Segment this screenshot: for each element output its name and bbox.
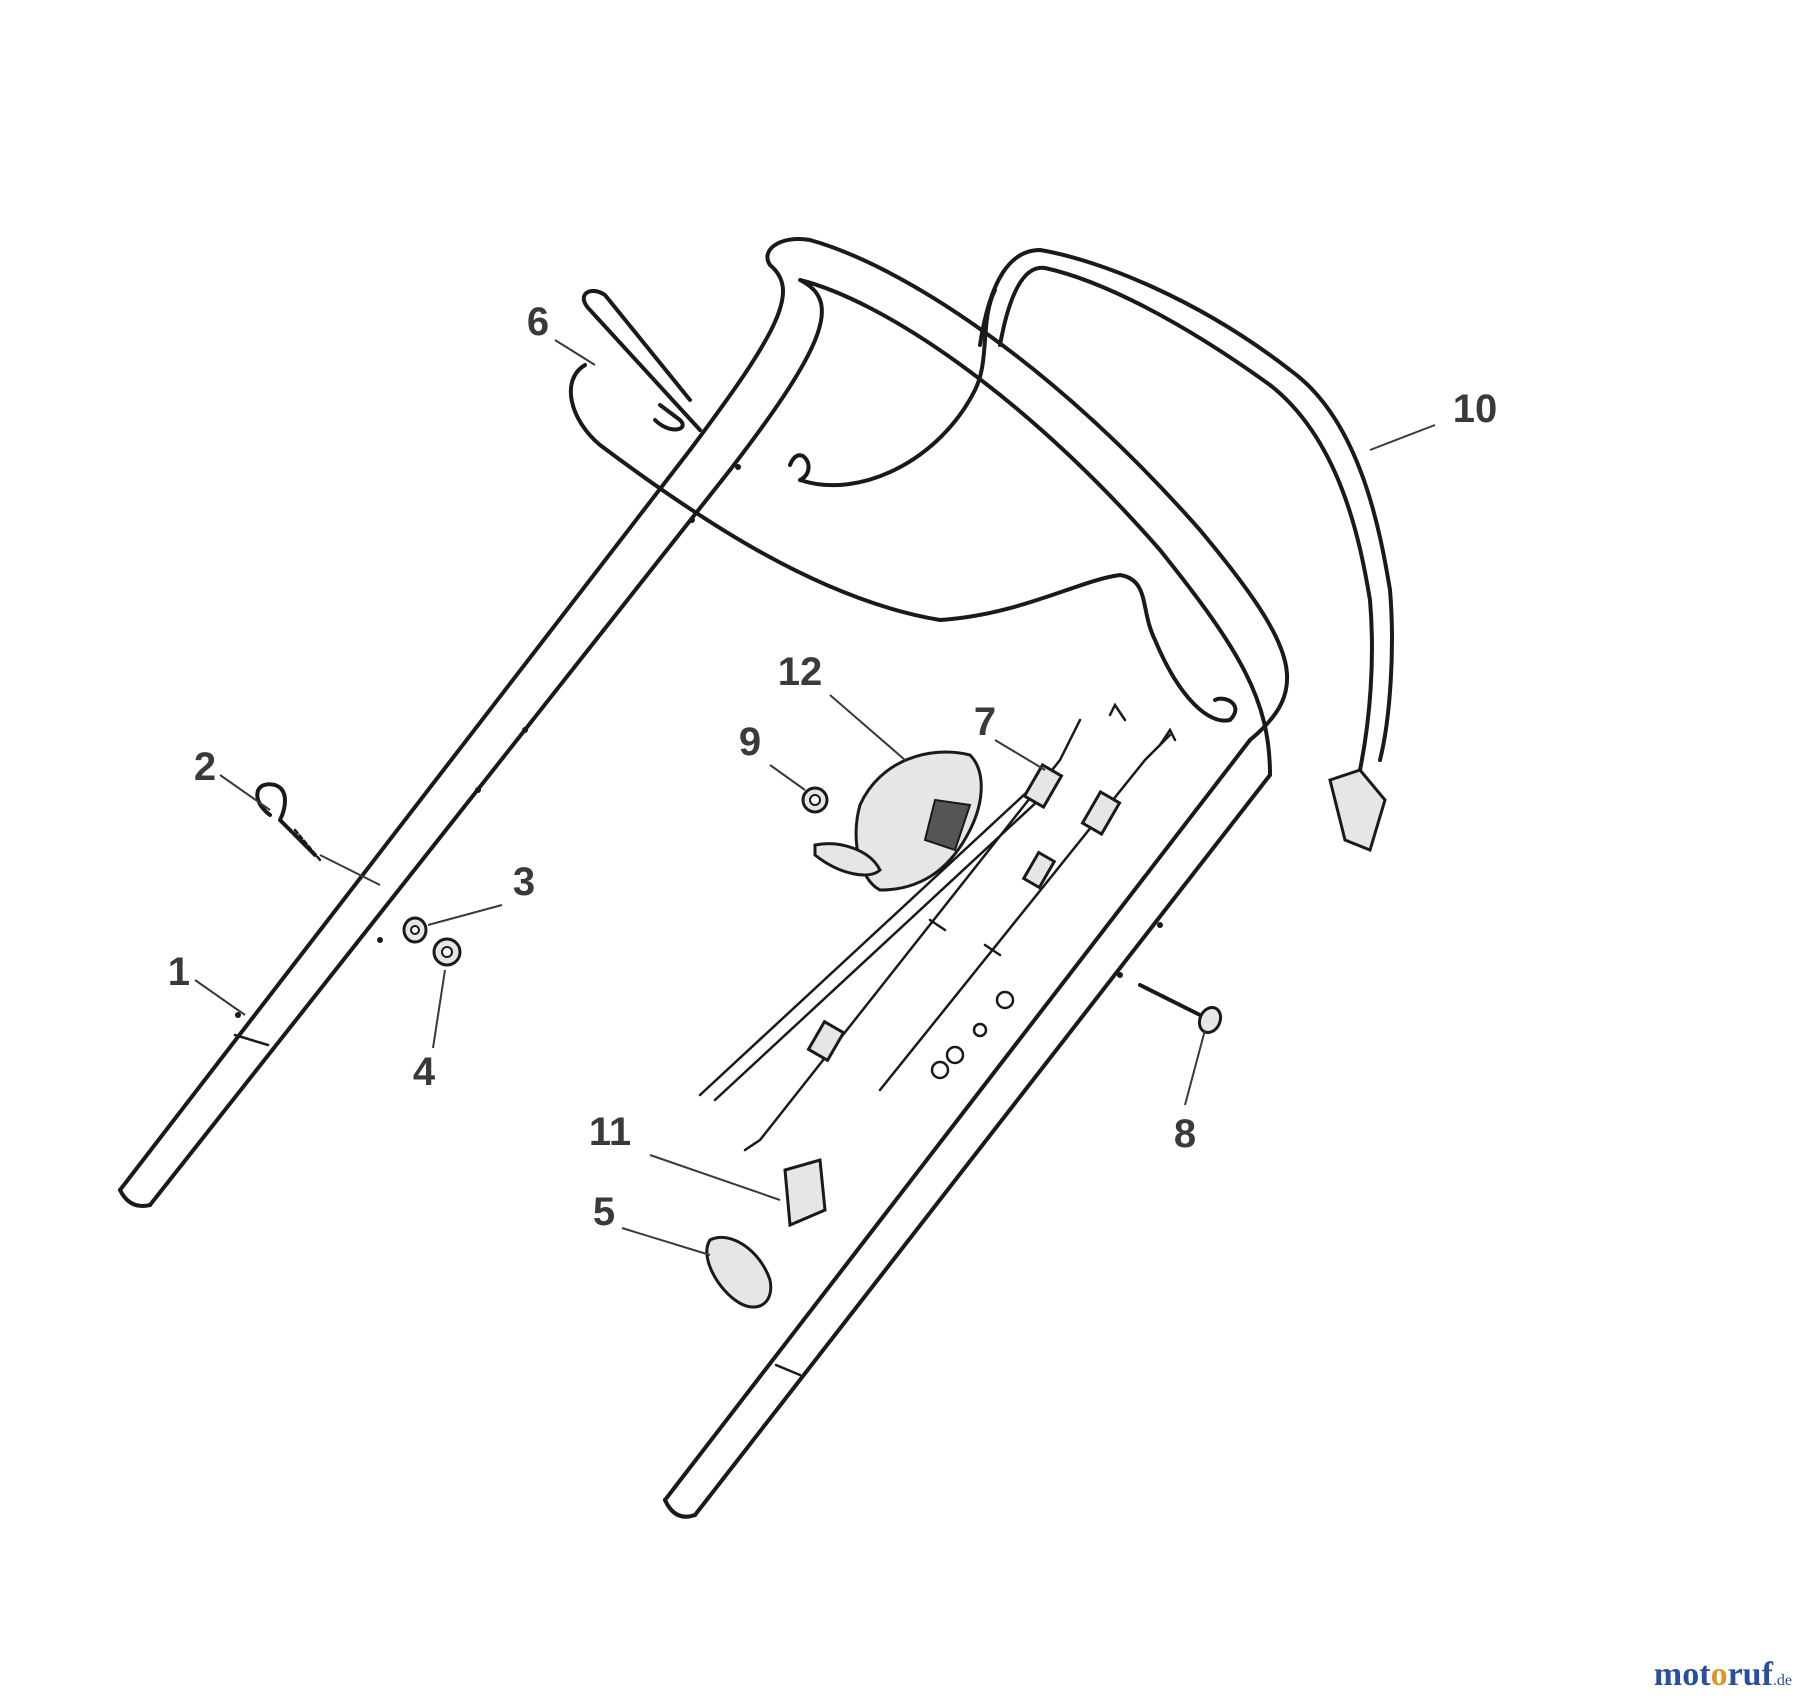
label-10: 10 (1453, 387, 1498, 431)
label-4: 4 (413, 1050, 436, 1094)
nut-9 (801, 786, 829, 814)
watermark-tld: .de (1772, 1672, 1792, 1689)
part-labels: 1 2 3 4 5 6 7 8 9 10 11 12 (168, 300, 1498, 1234)
washer-3 (402, 916, 428, 944)
label-3: 3 (513, 860, 535, 904)
hook-bolt-2 (255, 782, 322, 862)
screw-8 (1138, 983, 1223, 1035)
label-8: 8 (1174, 1112, 1196, 1156)
cable-clip-5 (705, 1235, 773, 1309)
label-9: 9 (739, 720, 761, 764)
label-1: 1 (168, 950, 190, 994)
site-watermark: motoruf.de (1654, 1656, 1792, 1694)
nut-4 (432, 937, 462, 967)
control-housing-12 (813, 750, 983, 892)
control-bail-6 (568, 288, 1238, 723)
watermark-part-3: ruf (1727, 1656, 1773, 1693)
upper-handle (688, 237, 1290, 777)
cables-7-11 (698, 702, 1177, 1228)
label-5: 5 (593, 1190, 615, 1234)
washers (930, 990, 1015, 1080)
label-2: 2 (194, 745, 216, 789)
drive-bail-10 (978, 248, 1394, 853)
label-11: 11 (589, 1110, 631, 1154)
watermark-part-2: o (1710, 1656, 1728, 1693)
label-12: 12 (778, 650, 823, 694)
lower-handle-right (663, 738, 1272, 1519)
label-6: 6 (527, 300, 549, 344)
label-7: 7 (974, 700, 996, 744)
lower-handle-left (118, 448, 741, 1208)
leader-lines (194, 339, 1436, 1256)
watermark-part-1: mot (1653, 1656, 1711, 1693)
